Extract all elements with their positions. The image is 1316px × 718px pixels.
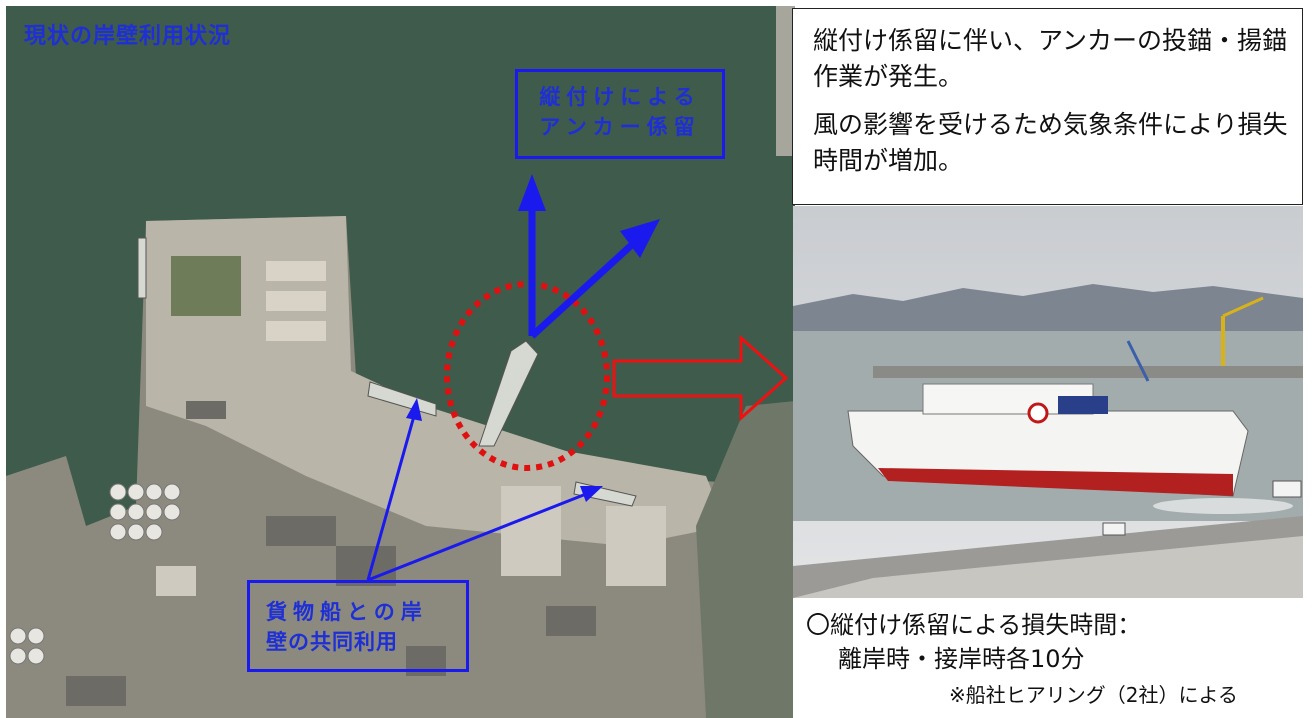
description-paragraph-1: 縦付け係留に伴い、アンカーの投錨・揚錨作業が発生。 — [813, 26, 1288, 91]
callout-anchor-line2: アンカー係留 — [539, 115, 701, 139]
aerial-title: 現状の岸壁利用状況 — [24, 24, 232, 49]
note-box: 〇縦付け係留による損失時間： 離岸時・接岸時各10分 ※船社ヒアリング（2社）に… — [793, 598, 1303, 718]
aerial-photo — [6, 6, 795, 718]
callout-shared-line2: 壁の共同利用 — [266, 630, 398, 654]
callout-shared-quay: 貨物船との岸 壁の共同利用 — [247, 580, 469, 672]
callout-shared-line1: 貨物船との岸 — [266, 600, 428, 624]
note-source: ※船社ヒアリング（2社）による — [949, 683, 1238, 707]
note-lost-time-value: 離岸時・接岸時各10分 — [838, 645, 1085, 673]
callout-anchor-mooring: 縦付けによる アンカー係留 — [515, 69, 725, 159]
note-lost-time-heading: 〇縦付け係留による損失時間： — [806, 611, 1142, 639]
ferry-photo — [793, 206, 1303, 598]
description-box: 縦付け係留に伴い、アンカーの投錨・揚錨作業が発生。 風の影響を受けるため気象条件… — [792, 8, 1303, 205]
description-paragraph-2: 風の影響を受けるため気象条件により損失時間が増加。 — [813, 110, 1288, 175]
callout-anchor-line1: 縦付けによる — [539, 85, 701, 109]
